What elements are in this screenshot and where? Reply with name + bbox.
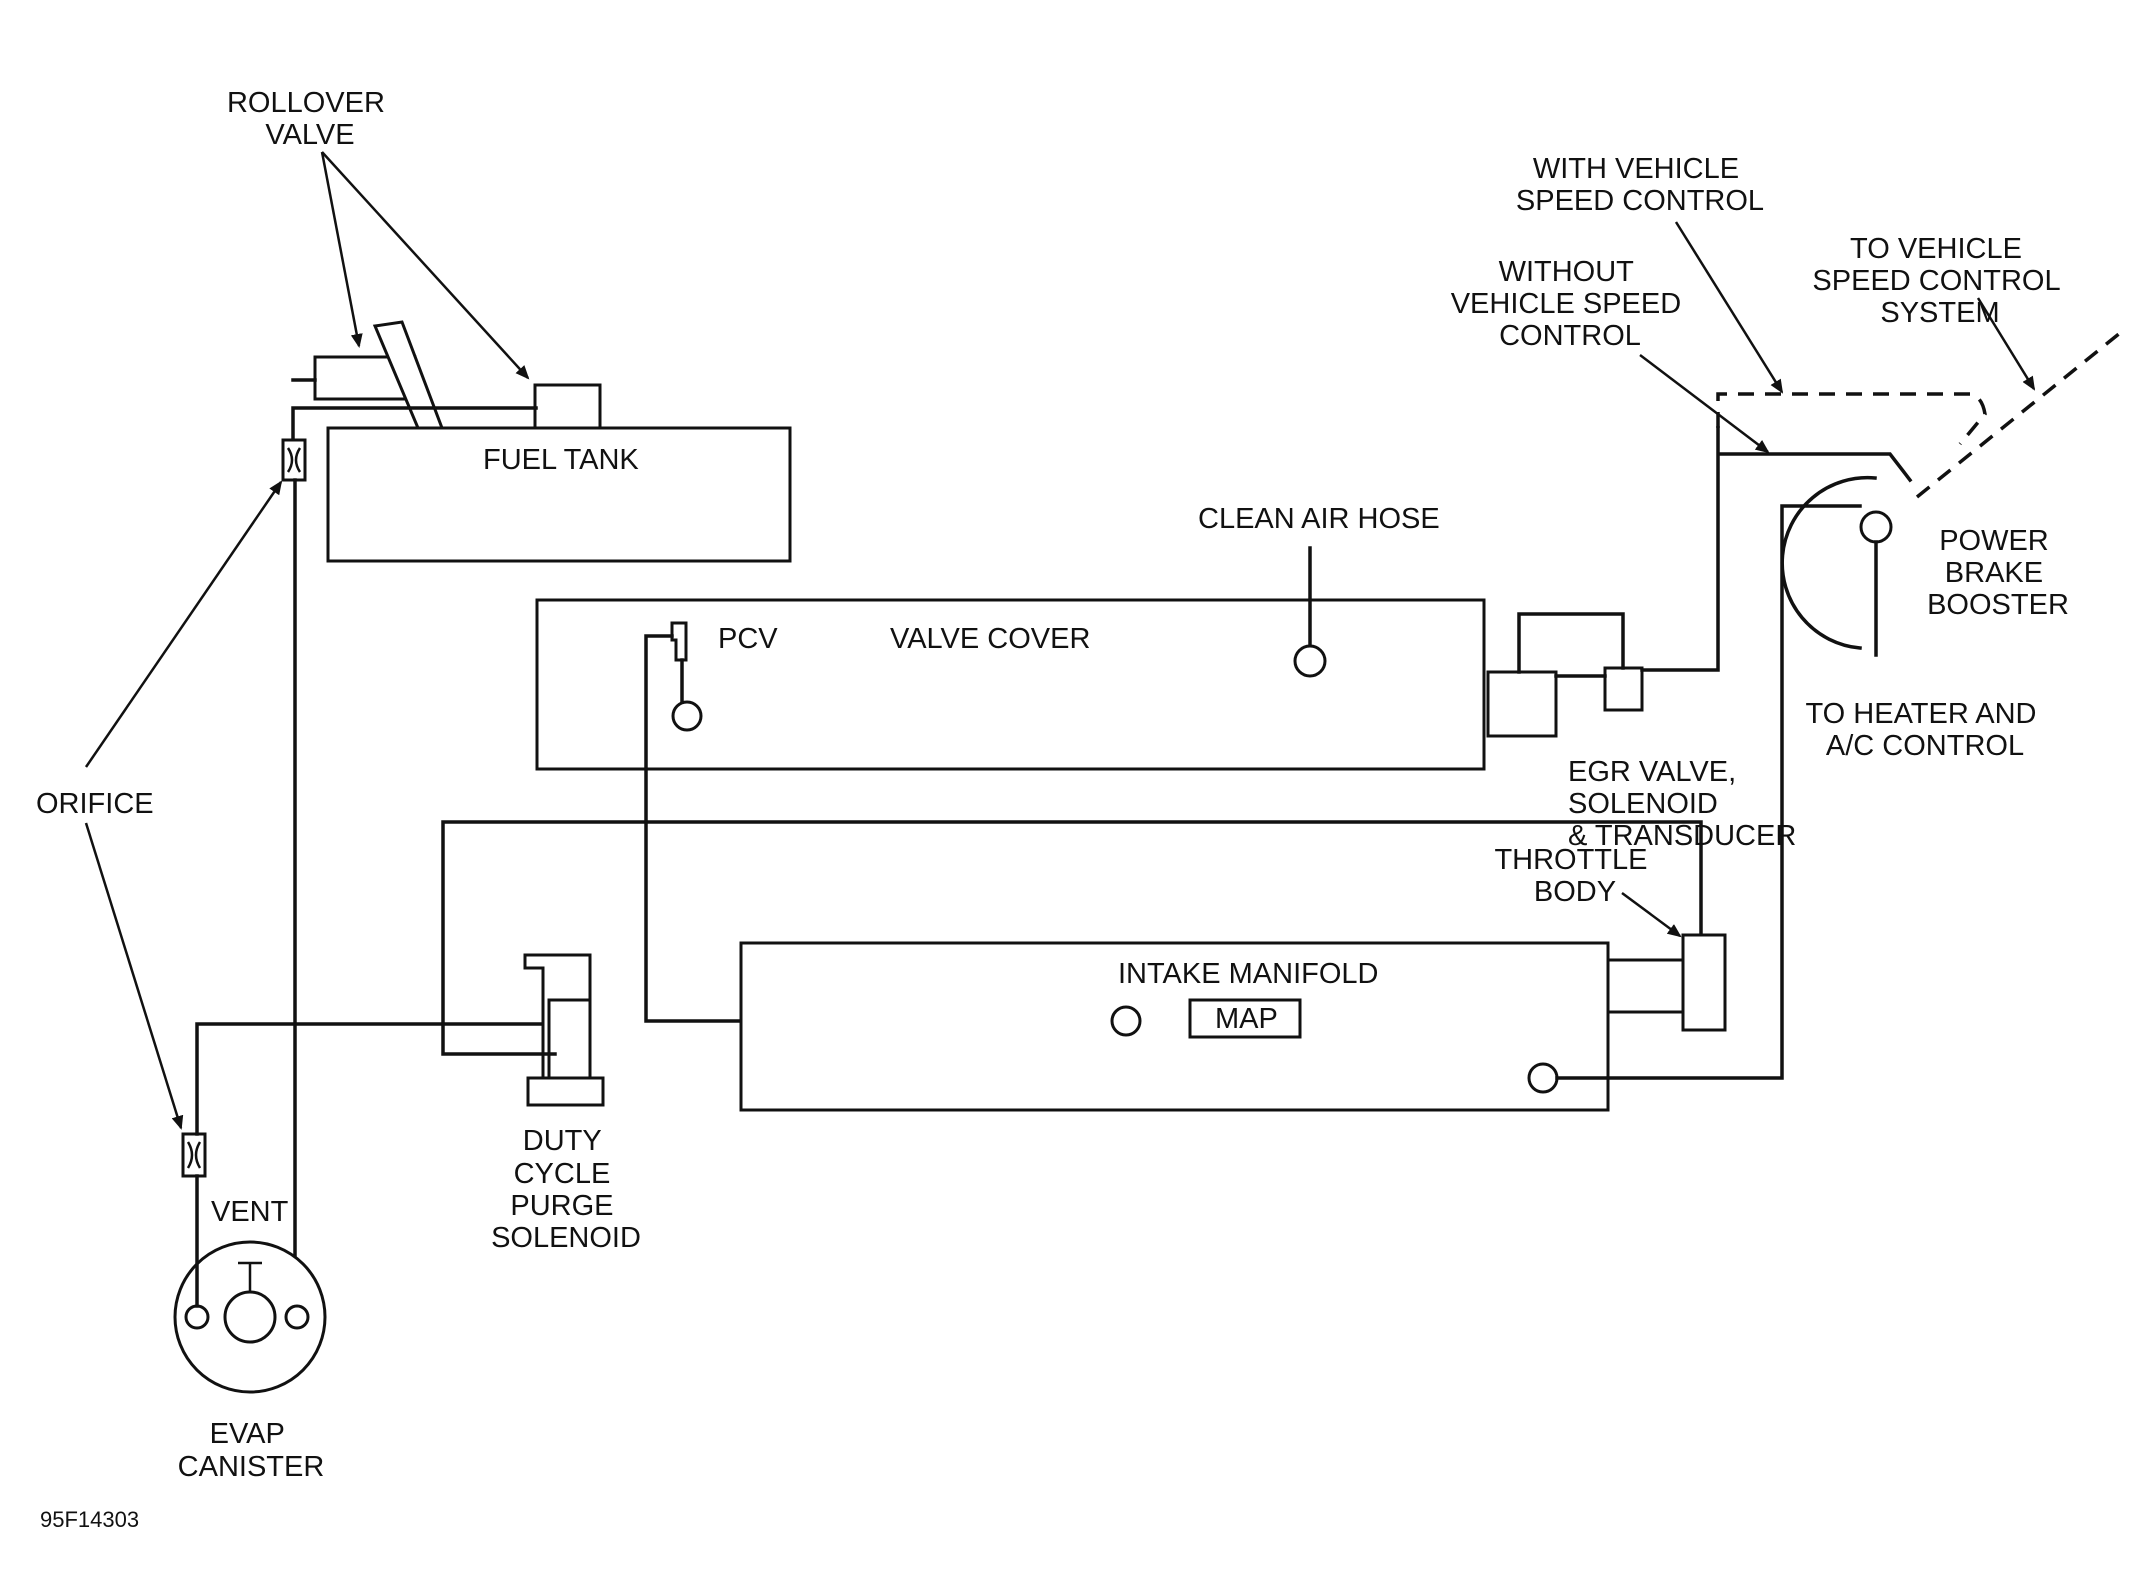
- canister-tank-port: [284, 1304, 310, 1330]
- duty-cycle-purge-solenoid: [523, 953, 605, 1107]
- orifice-lower: [181, 1132, 207, 1178]
- without-speed-control-label: WITHOUT VEHICLE SPEED CONTROL: [1451, 256, 1690, 352]
- map-label: MAP: [1215, 1003, 1278, 1035]
- rollover-arrow-1: [320, 151, 363, 348]
- pcv-label: PCV: [718, 623, 778, 655]
- purge-solenoid-label: DUTY CYCLE PURGE SOLENOID: [491, 1125, 641, 1254]
- valve-cover-label: VALVE COVER: [890, 623, 1090, 655]
- booster-vacuum-hose: [1640, 426, 1913, 672]
- without-speed-control-arrow: [1639, 354, 1770, 454]
- manifold-pcv-port: [1110, 1005, 1142, 1037]
- booster-port: [1859, 510, 1893, 544]
- rollover-valve-right: [533, 383, 602, 430]
- intake-manifold-label: INTAKE MANIFOLD: [1118, 958, 1379, 990]
- clean-air-hose-label: CLEAN AIR HOSE: [1198, 503, 1440, 535]
- intake-manifold: INTAKE MANIFOLD MAP: [739, 941, 1610, 1112]
- with-speed-control-arrow: [1674, 221, 1784, 394]
- booster-arc: [1780, 475, 1877, 650]
- to-heater-label: TO HEATER AND A/C CONTROL: [1805, 698, 2044, 762]
- to-speed-control-dashed-hose: [1915, 331, 2122, 499]
- fuel-tank-label: FUEL TANK: [483, 444, 639, 476]
- canister-center-port: [223, 1290, 277, 1344]
- evap-canister: [173, 1240, 327, 1394]
- egr-label: EGR VALVE, SOLENOID & TRANSDUCER: [1568, 756, 1796, 852]
- vent-label: VENT: [211, 1196, 289, 1228]
- purge-to-throttle-body-hose: [441, 820, 1703, 1056]
- orifice-arrow-upper: [84, 480, 283, 768]
- manifold-booster-port: [1527, 1062, 1559, 1094]
- throttle-body-label: THROTTLE BODY: [1494, 844, 1655, 908]
- pcv-port: [671, 700, 703, 732]
- filler-neck: [372, 320, 445, 430]
- tank-vent-hose: [291, 406, 538, 442]
- orifice-label: ORIFICE: [36, 788, 154, 820]
- manifold-to-booster-hose: [1555, 504, 1862, 1080]
- canister-purge-port: [184, 1304, 210, 1330]
- speed-control-dashed-hose: [1716, 392, 1987, 446]
- to-speed-control-system-label: TO VEHICLE SPEED CONTROL SYSTEM: [1812, 233, 2067, 329]
- rollover-valve-label: ROLLOVER VALVE: [227, 87, 393, 151]
- canister-t-icon: [238, 1261, 262, 1292]
- egr-valve: [1486, 612, 1644, 738]
- orifice-upper: [281, 438, 307, 482]
- power-brake-booster-label: POWER BRAKE BOOSTER: [1927, 525, 2069, 621]
- with-speed-control-label: WITH VEHICLE SPEED CONTROL: [1516, 153, 1764, 217]
- evap-canister-label: EVAP CANISTER: [178, 1418, 325, 1483]
- valve-cover: VALVE COVER: [535, 598, 1486, 771]
- to-speed-control-arrow: [1976, 297, 2036, 391]
- clean-air-port: [1293, 644, 1327, 678]
- orifice-arrow-lower: [84, 822, 184, 1130]
- throttle-body-arrow: [1621, 891, 1682, 938]
- pcv-valve: [670, 621, 703, 732]
- rollover-arrow-2: [321, 151, 530, 380]
- canister-to-purge-solenoid-hose: [195, 1022, 557, 1136]
- map-sensor: [1188, 998, 1302, 1039]
- figure-code: 95F14303: [40, 1507, 139, 1532]
- throttle-body: [1606, 933, 1727, 1032]
- fuel-tank: FUEL TANK: [326, 426, 792, 563]
